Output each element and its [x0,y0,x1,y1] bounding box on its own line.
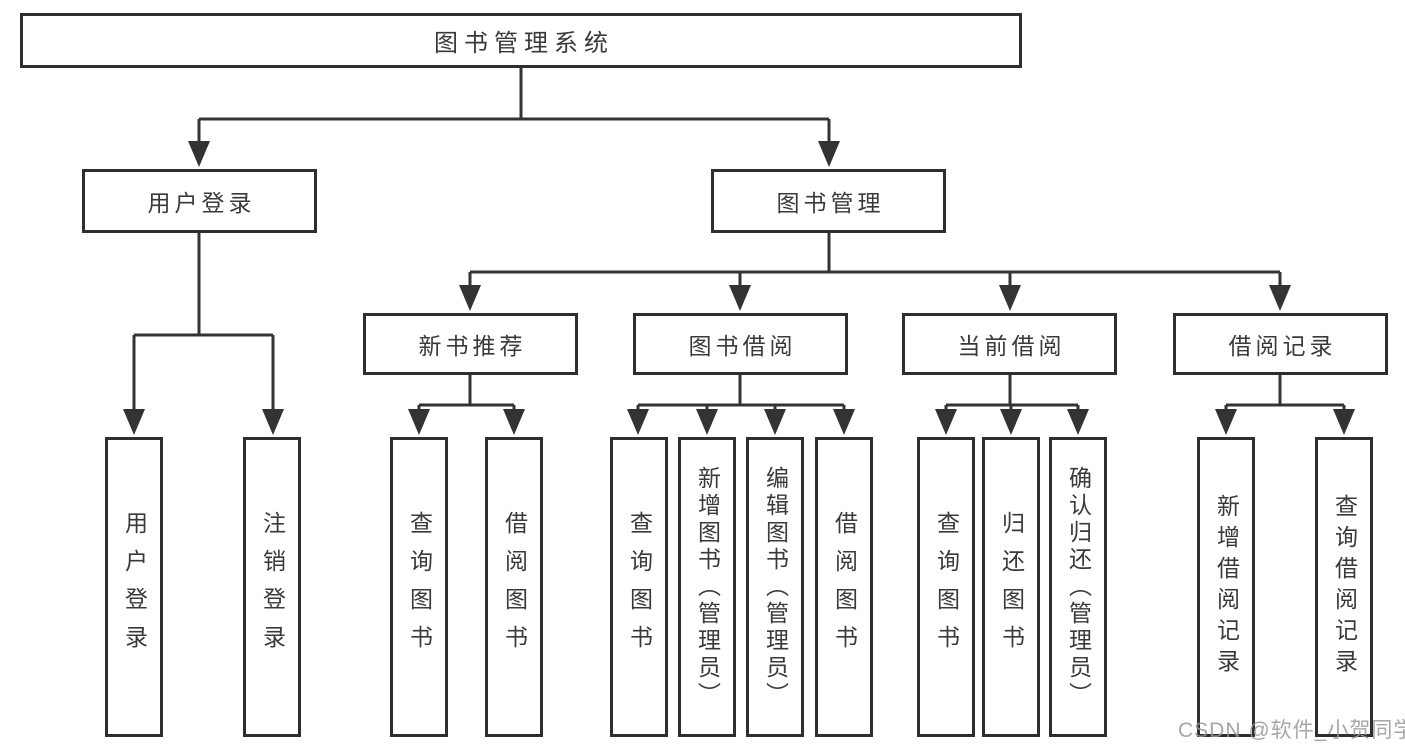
arrow-down-icon [729,285,751,311]
arrow-down-icon [764,409,786,435]
arrowheads [123,141,1355,435]
arrow-down-icon [935,409,957,435]
arrow-down-icon [459,285,481,311]
node-label: 借阅图书 [831,511,858,663]
arrow-down-icon [262,409,284,435]
leaf-add-books-admin: 新增图书（管理员） [678,437,736,737]
node-book-borrow: 图书借阅 [633,313,848,375]
node-label: 图书管理 [776,190,885,216]
leaf-user-login: 用户登录 [105,437,163,737]
node-label: 借阅图书 [501,511,528,663]
node-book-management: 图书管理 [711,169,946,233]
node-label: 用户登录 [121,511,148,663]
leaf-query-books-recommend: 查询图书 [390,437,448,737]
arrow-down-icon [1067,409,1089,435]
connector-borrow-records-to-leaves [1224,375,1346,414]
arrow-down-icon [123,409,145,435]
leaf-return-books: 归还图书 [982,437,1040,737]
arrow-down-icon [1000,409,1022,435]
node-label: 查询图书 [933,511,960,663]
connector-book-borrow-to-leaves [636,375,846,414]
arrow-down-icon [627,409,649,435]
node-label: 注销登录 [259,511,286,663]
node-label: 查询借阅记录 [1331,494,1358,680]
connector-book-management-to-level3 [468,233,1282,290]
node-label: 新书推荐 [418,333,527,359]
node-user-login: 用户登录 [82,169,317,233]
node-label: 新增借阅记录 [1213,494,1240,680]
node-root: 图书管理系统 [20,13,1022,68]
node-label: 图书管理系统 [434,30,614,57]
node-label: 图书借阅 [688,333,797,359]
leaf-add-borrow-record: 新增借阅记录 [1197,437,1255,737]
node-label: 编辑图书（管理员） [762,465,789,709]
node-current-borrow: 当前借阅 [902,313,1117,375]
leaf-logout: 注销登录 [243,437,301,737]
arrow-down-icon [503,409,525,435]
node-label: 归还图书 [998,511,1025,663]
node-label: 用户登录 [147,190,256,216]
leaf-edit-books-admin: 编辑图书（管理员） [746,437,804,737]
csdn-watermark: CSDN @软件_小贺同学 [1178,719,1405,742]
arrow-down-icon [1215,409,1237,435]
node-borrow-records: 借阅记录 [1173,313,1388,375]
node-label: 查询图书 [406,511,433,663]
leaf-borrow-books-recommend: 借阅图书 [485,437,543,737]
node-label: 查询图书 [626,511,653,663]
node-label: 新增图书（管理员） [694,465,721,709]
node-label: 当前借阅 [957,333,1066,359]
connector-user-login-to-leaves [132,233,275,414]
arrow-down-icon [696,409,718,435]
arrow-down-icon [188,141,210,167]
connector-current-borrow-to-leaves [944,375,1080,414]
leaf-query-books-borrow: 查询图书 [610,437,668,737]
node-new-book-recommend: 新书推荐 [363,313,578,375]
leaf-confirm-return-admin: 确认归还（管理员） [1049,437,1107,737]
arrow-down-icon [1333,409,1355,435]
connector-root-to-level2 [197,68,831,146]
arrow-down-icon [999,285,1021,311]
arrow-down-icon [408,409,430,435]
arrow-down-icon [1269,285,1291,311]
node-label: 确认归还（管理员） [1065,465,1092,709]
leaf-borrow-books: 借阅图书 [815,437,873,737]
leaf-query-books-current: 查询图书 [917,437,975,737]
arrow-down-icon [833,409,855,435]
leaf-query-borrow-record: 查询借阅记录 [1315,437,1373,737]
arrow-down-icon [818,141,840,167]
connector-new-book-recommend-to-leaves [417,375,516,414]
node-label: 借阅记录 [1228,333,1337,359]
